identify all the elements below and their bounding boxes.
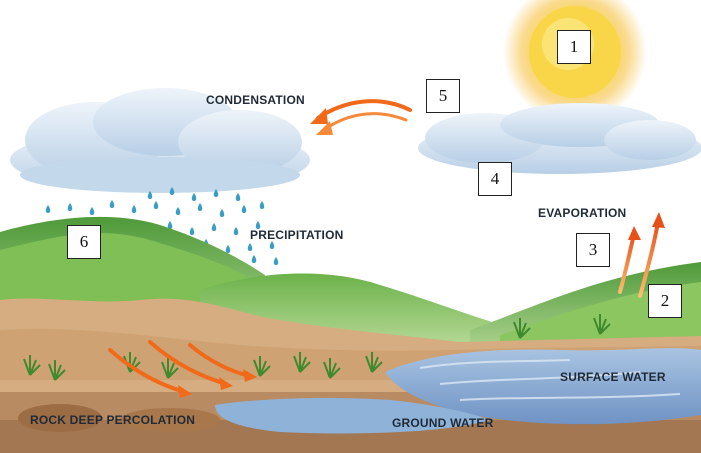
raindrop: [235, 193, 241, 201]
grass-tuft: [161, 358, 179, 379]
raindrop: [131, 205, 137, 213]
raindrop: [67, 203, 73, 211]
raindrop: [197, 203, 203, 211]
label-rock-deep-percolation: ROCK DEEP PERCOLATION: [30, 413, 196, 427]
grass-tuft: [253, 356, 271, 377]
marker-4: 4: [478, 162, 512, 196]
raindrop: [45, 205, 51, 213]
raindrop: [259, 201, 265, 209]
raindrop: [219, 209, 225, 217]
raindrop: [269, 241, 275, 249]
marker-2: 2: [648, 284, 682, 318]
label-ground-water: GROUND WATER: [392, 416, 494, 430]
raindrop: [255, 221, 261, 229]
marker-1: 1: [557, 30, 591, 64]
raindrop: [109, 200, 115, 208]
label-condensation: CONDENSATION: [206, 93, 305, 107]
evaporation-cloud: [418, 103, 701, 174]
raindrop: [273, 257, 279, 265]
grass-tuft: [323, 358, 341, 379]
raindrop: [167, 221, 173, 229]
raindrop: [213, 189, 219, 197]
raindrop: [211, 223, 217, 231]
grass-tuft: [48, 360, 66, 381]
percolation-arrows: [108, 340, 257, 398]
marker-5: 5: [426, 79, 460, 113]
label-surface-water: SURFACE WATER: [560, 370, 666, 384]
raindrop: [241, 205, 247, 213]
grass-tuft: [513, 318, 531, 339]
raindrop: [169, 187, 175, 195]
raindrop: [175, 207, 181, 215]
marker-6: 6: [67, 225, 101, 259]
grass-tuft: [23, 355, 41, 376]
raindrop: [153, 201, 159, 209]
evaporation-arrows: [618, 212, 665, 298]
ground-water-pool: [215, 397, 490, 434]
raindrop: [247, 243, 253, 251]
raindrop: [233, 227, 239, 235]
marker-3: 3: [576, 233, 610, 267]
condensation-cloud: [10, 88, 310, 193]
grass-tuft: [593, 314, 611, 335]
raindrop: [251, 255, 257, 263]
grass-tuft: [365, 352, 383, 373]
label-evaporation: EVAPORATION: [538, 206, 627, 220]
raindrop: [147, 191, 153, 199]
raindrop: [191, 193, 197, 201]
grass-tuft: [293, 352, 311, 373]
label-precipitation: PRECIPITATION: [250, 228, 344, 242]
raindrop: [189, 227, 195, 235]
condensation-arrows: [310, 99, 412, 135]
surface-water-lake: [385, 348, 701, 425]
raindrop: [225, 245, 231, 253]
raindrop: [89, 207, 95, 215]
